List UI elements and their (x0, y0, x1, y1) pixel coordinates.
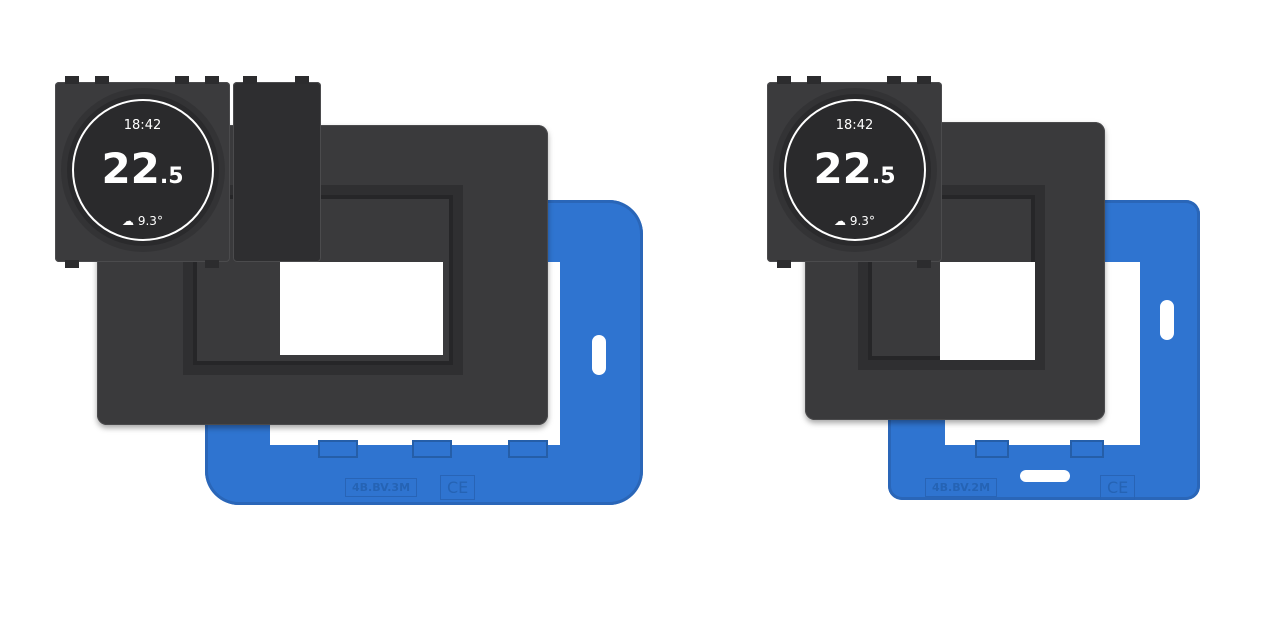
frame-slot (592, 335, 606, 375)
cloud-icon: ☁ (122, 214, 135, 228)
frame-label: 4B.BV.3M (345, 478, 418, 497)
frame-clip (1070, 440, 1104, 458)
blank-module (233, 76, 321, 262)
ce-mark: CE (440, 475, 476, 500)
frame-label: 4B.BV.2M (925, 478, 998, 497)
thermostat-module: 18:42 22.5 ☁ 9.3° (767, 76, 942, 268)
time-display: 18:42 (123, 118, 162, 133)
temperature-display: 22.5 (101, 144, 184, 193)
display-ring (72, 99, 214, 241)
display-ring (784, 99, 926, 241)
plate-opening (858, 185, 1045, 370)
plate-opening (183, 185, 463, 375)
cloud-icon: ☁ (834, 214, 847, 228)
frame-clip (318, 440, 358, 458)
frame-slot (1020, 470, 1070, 482)
ce-mark: CE (1100, 475, 1136, 500)
outdoor-temp: ☁ 9.3° (834, 214, 875, 228)
frame-clip (508, 440, 548, 458)
temperature-display: 22.5 (813, 144, 896, 193)
thermostat-module: 18:42 22.5 ☁ 9.3° (55, 76, 230, 268)
frame-clip (975, 440, 1009, 458)
frame-clip (412, 440, 452, 458)
time-display: 18:42 (835, 118, 874, 133)
frame-slot (1160, 300, 1174, 340)
outdoor-temp: ☁ 9.3° (122, 214, 163, 228)
